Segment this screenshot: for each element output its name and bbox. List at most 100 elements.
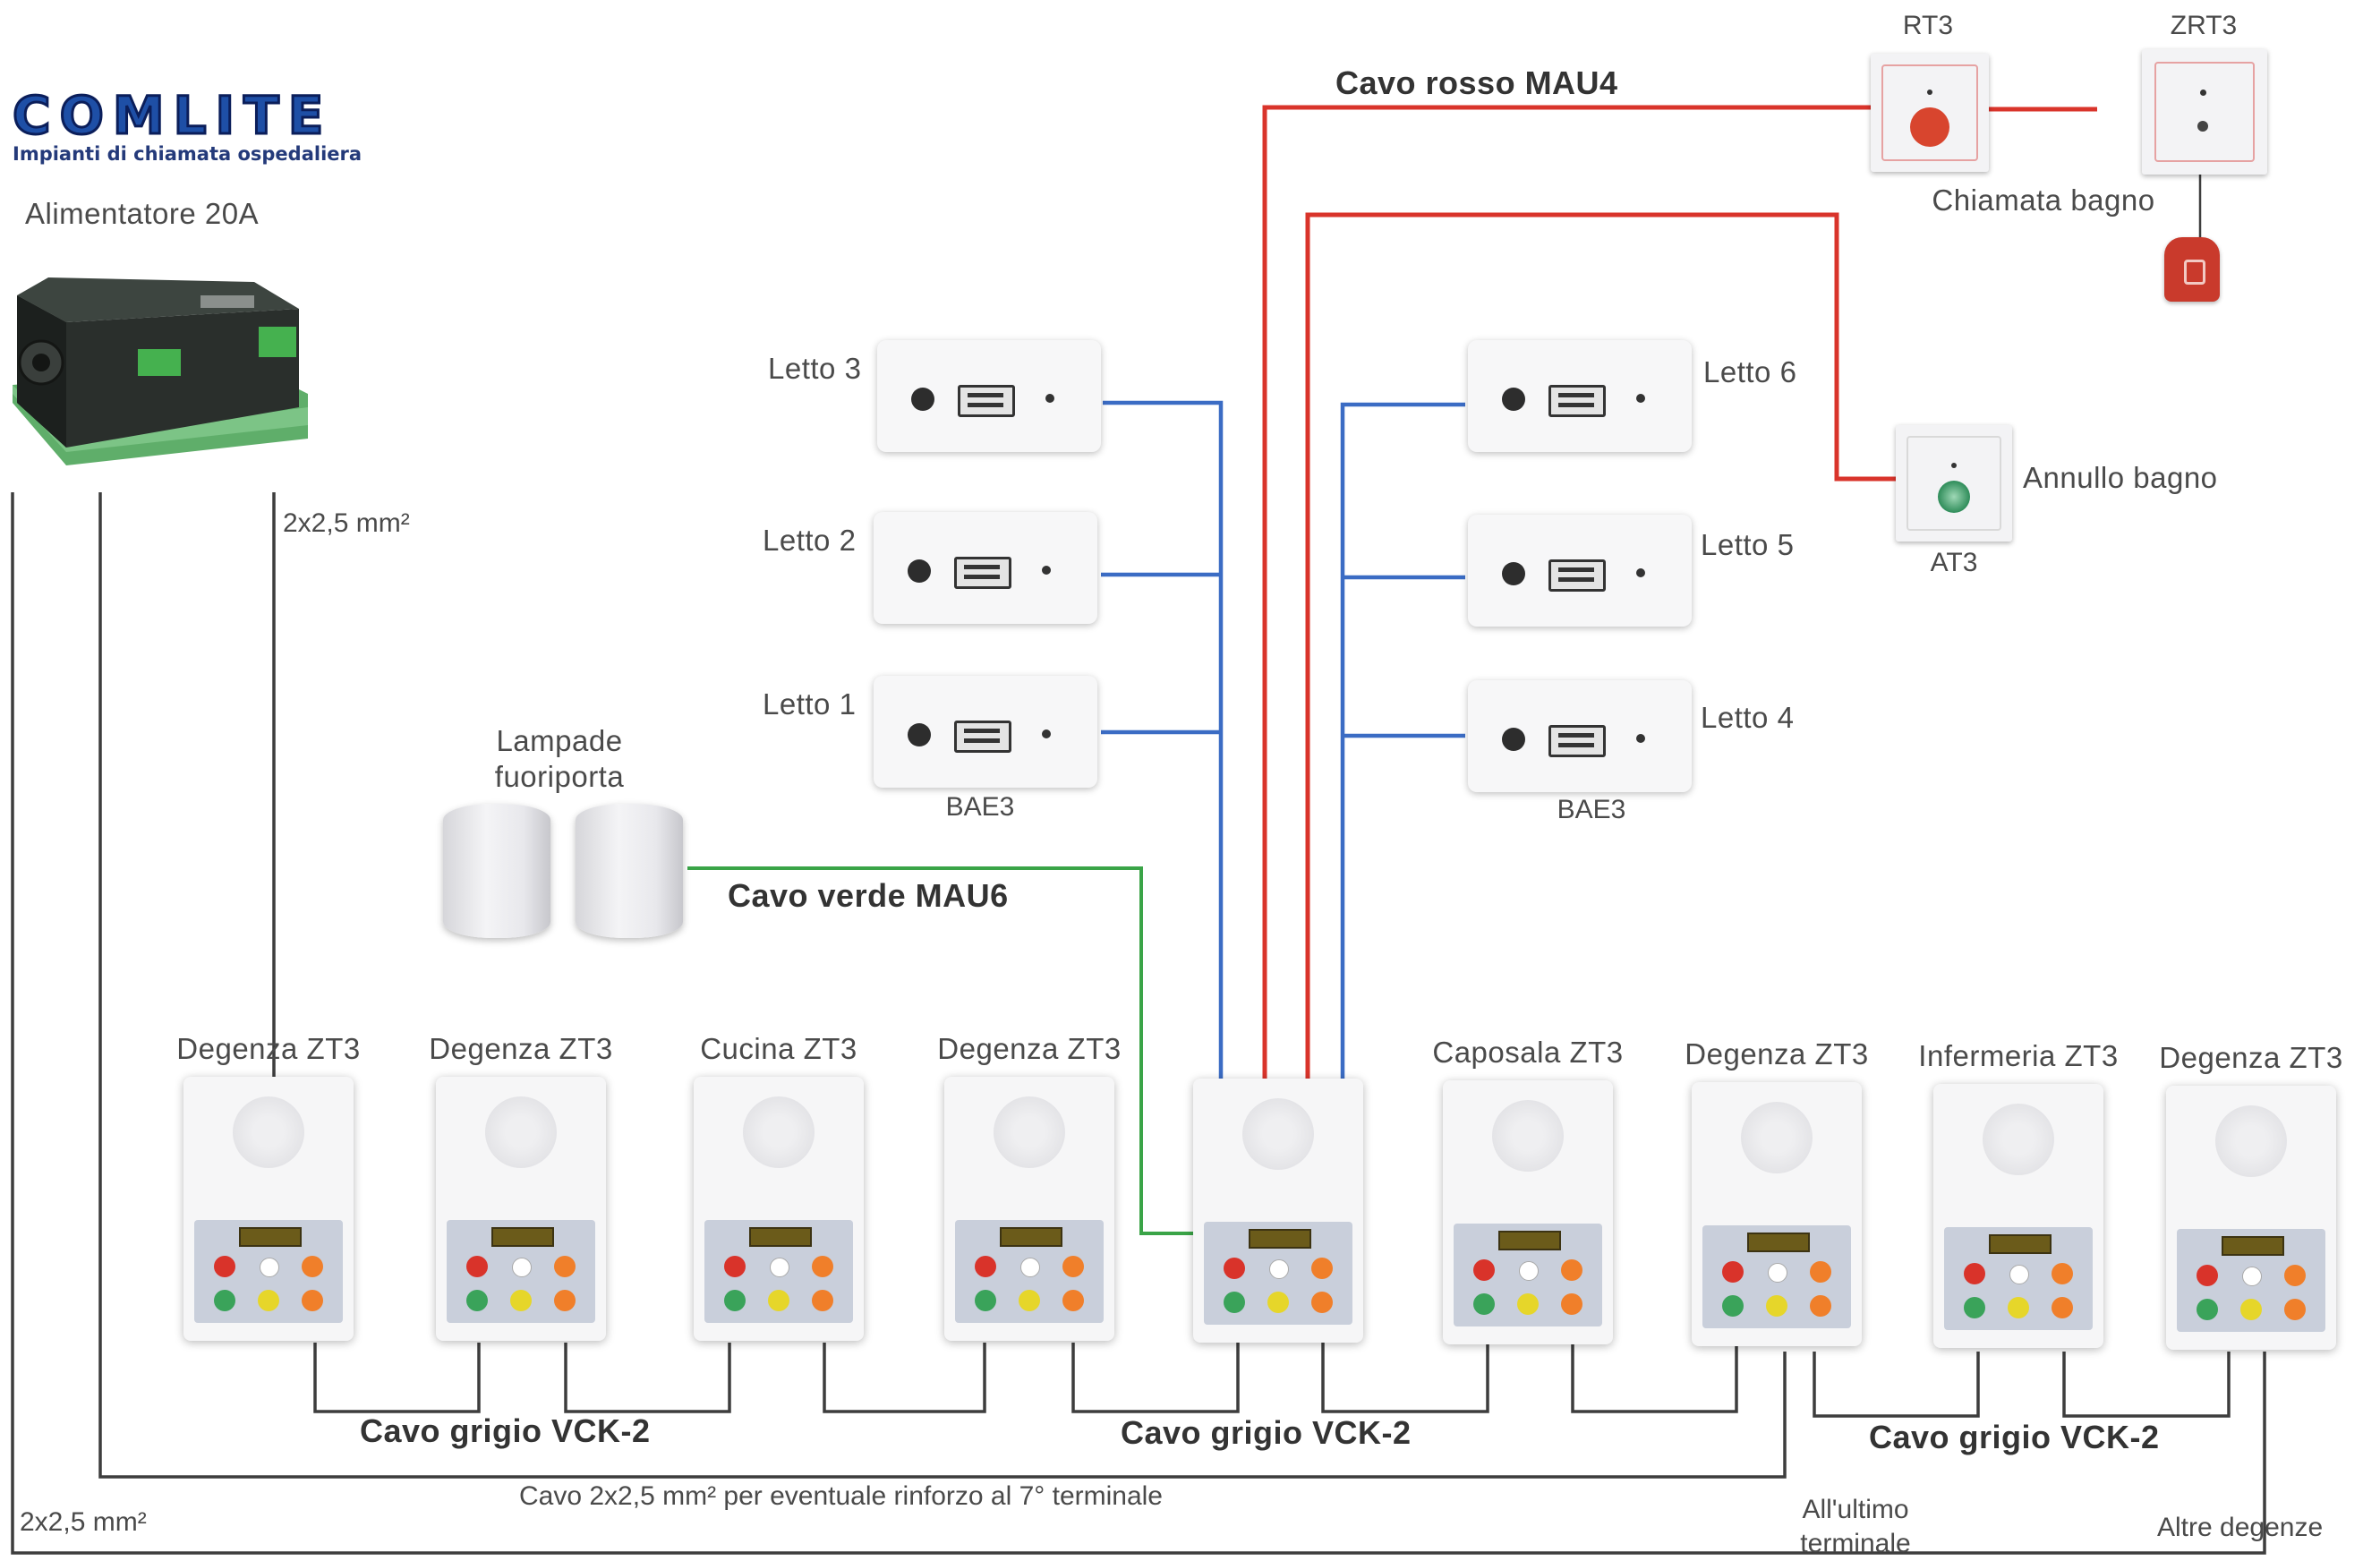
terminal-1: [183, 1077, 354, 1341]
yellow-button: [768, 1290, 789, 1311]
speaker-grille: [1983, 1104, 2054, 1175]
power-supply-image: [13, 260, 308, 492]
info-button: [1020, 1258, 1040, 1277]
keypad: [955, 1220, 1104, 1323]
vck-link-1-2: [313, 1343, 481, 1413]
speaker-grille: [1492, 1100, 1564, 1172]
vck-link-7-8: [1813, 1352, 1980, 1418]
bed-model-left: BAE3: [945, 792, 1015, 822]
green-button: [1224, 1292, 1245, 1313]
yellow-button: [1766, 1295, 1787, 1317]
terminal-label-6: Caposala ZT3: [1432, 1036, 1624, 1069]
yellow-button: [1019, 1290, 1040, 1311]
display: [239, 1227, 302, 1247]
red-button: [2197, 1265, 2218, 1286]
bed-label-6: Letto 6: [1703, 355, 1797, 388]
display: [1989, 1234, 2052, 1254]
speaker-grille: [485, 1096, 557, 1168]
info-button: [1269, 1259, 1289, 1279]
red-button: [1722, 1261, 1744, 1283]
vck-link-4-5: [1071, 1343, 1240, 1413]
speaker-grille: [994, 1096, 1065, 1168]
terminal-4: [944, 1077, 1114, 1341]
green-button: [466, 1290, 488, 1311]
logo-subtitle: Impianti di chiamata ospedaliera: [13, 143, 363, 165]
reinforce-cable-label: Cavo 2x2,5 mm² per eventuale rinforzo al…: [519, 1481, 1163, 1511]
terminal-label-1: Degenza ZT3: [176, 1032, 361, 1065]
vck-link-6-7: [1571, 1343, 1738, 1413]
red-cable-label: Cavo rosso MAU4: [1335, 64, 1618, 101]
info-button: [1519, 1261, 1539, 1281]
keypad: [1944, 1227, 2093, 1330]
vck-link-2-3: [564, 1343, 731, 1413]
pull-handle: [2164, 237, 2220, 302]
yellow-button: [510, 1290, 532, 1311]
terminal-3: [694, 1077, 864, 1341]
orange-button: [812, 1256, 833, 1277]
vck-link-3-4: [823, 1343, 986, 1413]
bed-panel-6: [1468, 340, 1692, 452]
power-supply-icon: [13, 277, 308, 465]
other-rooms-label: Altre degenze: [2157, 1513, 2324, 1542]
red-button: [1964, 1263, 1985, 1284]
bed-panel-2: [874, 512, 1097, 624]
door-lamp-1: [443, 804, 550, 938]
orange-button: [1561, 1293, 1582, 1315]
lamps-label-line1: Lampade: [496, 724, 623, 757]
bathroom-call-label: Chiamata bagno: [1932, 183, 2155, 217]
red-button: [1224, 1258, 1245, 1279]
orange-button: [2284, 1299, 2306, 1320]
green-button: [1722, 1295, 1744, 1317]
terminal-label-3: Cucina ZT3: [700, 1032, 857, 1065]
zrt3-device: [2142, 49, 2267, 175]
green-cable: [687, 866, 1199, 1235]
terminal-9: [2166, 1086, 2336, 1350]
orange-button: [554, 1256, 576, 1277]
info-button: [2009, 1265, 2029, 1284]
info-button: [770, 1258, 789, 1277]
blue-cable-left: [1103, 400, 1224, 1083]
terminal-2: [436, 1077, 606, 1341]
orange-button: [302, 1290, 323, 1311]
keypad: [1454, 1224, 1602, 1326]
blue-cable-right: [1340, 402, 1465, 1083]
orange-button: [1810, 1261, 1831, 1283]
terminal-label-7: Degenza ZT3: [1685, 1037, 1869, 1071]
red-button: [466, 1256, 488, 1277]
terminal-6: [1443, 1080, 1613, 1344]
terminal-label-8: Infermeria ZT3: [1918, 1039, 2119, 1072]
display: [1747, 1233, 1810, 1252]
orange-button: [302, 1256, 323, 1277]
info-button: [1768, 1263, 1787, 1283]
bed-label-4: Letto 4: [1701, 701, 1795, 734]
info-button: [2242, 1267, 2262, 1286]
grey-cable-label-1: Cavo grigio VCK-2: [360, 1412, 651, 1449]
green-button: [214, 1290, 235, 1311]
red-button: [724, 1256, 746, 1277]
orange-button: [2052, 1297, 2073, 1318]
orange-button: [1062, 1290, 1084, 1311]
display: [749, 1227, 812, 1247]
last-terminal-label: All'ultimo terminale: [1800, 1493, 1910, 1561]
keypad: [194, 1220, 343, 1323]
yellow-button: [1517, 1293, 1539, 1315]
display: [2222, 1236, 2284, 1256]
bathroom-cancel-label: Annullo bagno: [2023, 461, 2218, 494]
orange-button: [1810, 1295, 1831, 1317]
rt3-label: RT3: [1902, 11, 1954, 40]
grey-cable-label-3: Cavo grigio VCK-2: [1869, 1419, 2160, 1455]
orange-button: [1062, 1256, 1084, 1277]
last-terminal-line1: All'ultimo: [1802, 1495, 1909, 1524]
orange-button: [554, 1290, 576, 1311]
orange-button: [812, 1290, 833, 1311]
comlite-logo: COMLITE Impianti di chiamata ospedaliera: [12, 85, 433, 166]
orange-button: [1311, 1258, 1333, 1279]
bed-panel-3: [877, 340, 1101, 452]
display: [1000, 1227, 1062, 1247]
logo-wordmark: COMLITE: [12, 85, 333, 146]
red-cable-rt3: [1262, 105, 1872, 1079]
yellow-button: [2240, 1299, 2262, 1320]
lamps-label: Lampade fuoriporta: [495, 723, 624, 795]
